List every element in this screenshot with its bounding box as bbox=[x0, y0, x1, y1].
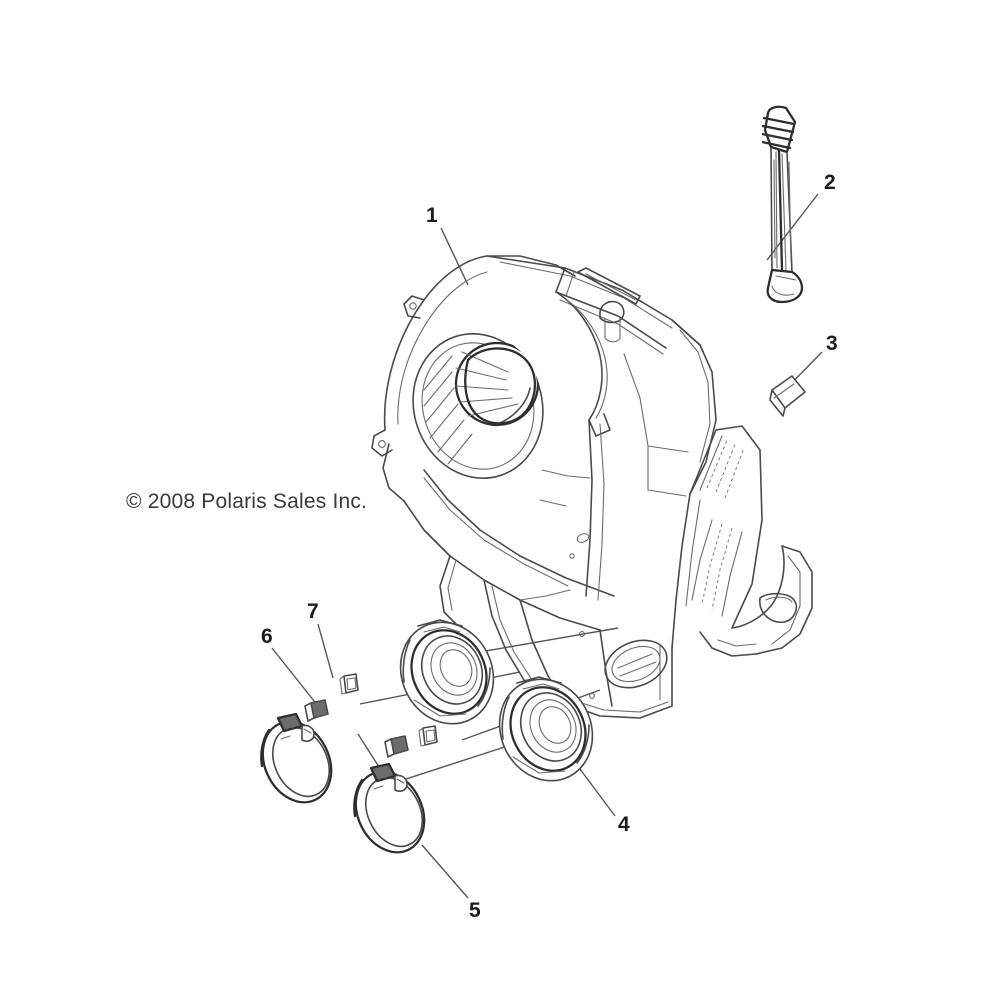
part-7-spacer-lower bbox=[418, 725, 438, 747]
leader-lines bbox=[271, 193, 823, 899]
part-4-intake-boot-lower bbox=[498, 676, 594, 782]
callout-1: 1 bbox=[426, 204, 438, 227]
callout-4: 4 bbox=[618, 813, 630, 836]
part-5-hose-clamp-lower bbox=[353, 762, 426, 854]
callout-6: 6 bbox=[261, 625, 273, 648]
copyright-notice: © 2008 Polaris Sales Inc. bbox=[126, 490, 368, 513]
part-6-screw-upper bbox=[304, 699, 329, 722]
part-3-pad bbox=[769, 375, 806, 417]
part-intake-boot-upper bbox=[399, 619, 495, 725]
part-1-air-box-housing bbox=[371, 255, 813, 719]
callout-5: 5 bbox=[469, 899, 481, 922]
callout-2: 2 bbox=[824, 171, 836, 194]
part-2-retaining-strap bbox=[762, 105, 804, 304]
part-7-spacer-upper bbox=[339, 673, 359, 695]
part-hose-clamp-upper bbox=[260, 712, 333, 804]
callout-7: 7 bbox=[307, 600, 319, 623]
callout-3: 3 bbox=[826, 332, 838, 355]
part-6-screw-lower bbox=[384, 735, 409, 758]
